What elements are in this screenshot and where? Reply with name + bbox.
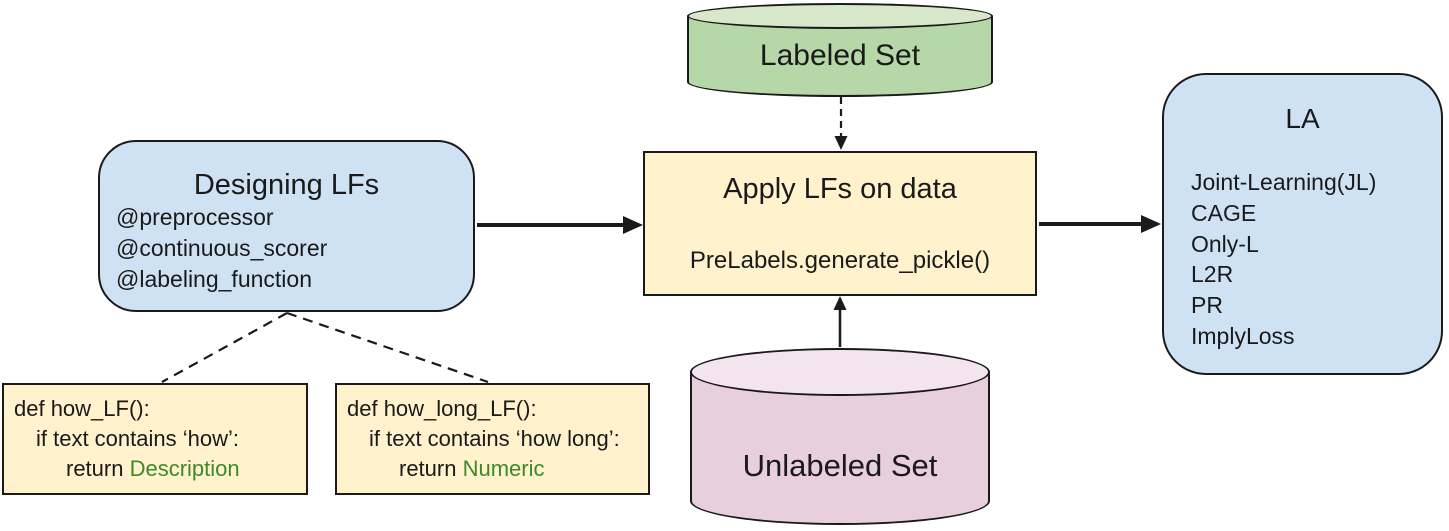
cylinder-top-ellipse (690, 348, 990, 396)
code-line: def how_LF(): (14, 396, 150, 421)
return-value: Description (129, 456, 240, 481)
arrow-designing-to-apply (477, 216, 643, 234)
dashed-link-to-code-box-2 (286, 311, 489, 384)
decorator-item: @continuous_scorer (116, 235, 328, 261)
apply-lfs-title: Apply LFs on data (723, 173, 957, 205)
la-box: LA Joint-Learning(JL) CAGE Only-L L2R PR… (1162, 73, 1443, 375)
arrow-apply-to-la (1039, 215, 1161, 233)
unlabeled-set-cylinder: Unlabeled Set (690, 348, 990, 525)
la-item: ImplyLoss (1191, 322, 1295, 349)
code-line: def how_long_LF(): (347, 396, 537, 421)
return-keyword: return (399, 456, 463, 481)
la-items: Joint-Learning(JL) CAGE Only-L L2R PR Im… (1164, 167, 1441, 352)
labeled-set-label: Labeled Set (759, 39, 921, 72)
decorator-item: @labeling_function (116, 266, 312, 292)
return-value: Numeric (462, 456, 545, 481)
apply-lfs-box: Apply LFs on data PreLabels.generate_pic… (643, 151, 1037, 296)
designing-lfs-items: @preprocessor @continuous_scorer @labeli… (100, 202, 473, 295)
code-line: if text contains ‘how’: (36, 426, 239, 451)
arrow-labeled-to-apply (834, 97, 848, 150)
cylinder-body (687, 16, 993, 97)
la-title: LA (1285, 103, 1320, 134)
la-item: Joint-Learning(JL) (1191, 169, 1377, 195)
decorator-item: @preprocessor (116, 204, 274, 230)
dashed-link-to-code-box-1 (161, 312, 288, 383)
cylinder-top-ellipse (687, 3, 993, 29)
designing-lfs-box: Designing LFs @preprocessor @continuous_… (98, 140, 475, 312)
la-item: Only-L (1191, 230, 1259, 257)
code-line: return Numeric (347, 454, 640, 484)
la-item: CAGE (1191, 199, 1257, 226)
arrow-unlabeled-to-apply (833, 296, 847, 347)
la-item: L2R (1191, 261, 1234, 288)
code-line: return Description (14, 454, 298, 484)
cylinder-body (690, 372, 990, 525)
code-example-how-long-lf: def how_long_LF(): if text contains ‘how… (335, 383, 650, 495)
unlabeled-set-label: Unlabeled Set (742, 448, 938, 483)
code-line: if text contains ‘how long’: (369, 426, 620, 451)
return-keyword: return (66, 456, 130, 481)
apply-lfs-code: PreLabels.generate_pickle() (689, 247, 991, 274)
designing-lfs-title: Designing LFs (193, 169, 380, 201)
code-example-how-lf: def how_LF(): if text contains ‘how’: re… (2, 383, 308, 495)
la-item: PR (1191, 292, 1223, 319)
labeled-set-cylinder: Labeled Set (687, 3, 993, 97)
